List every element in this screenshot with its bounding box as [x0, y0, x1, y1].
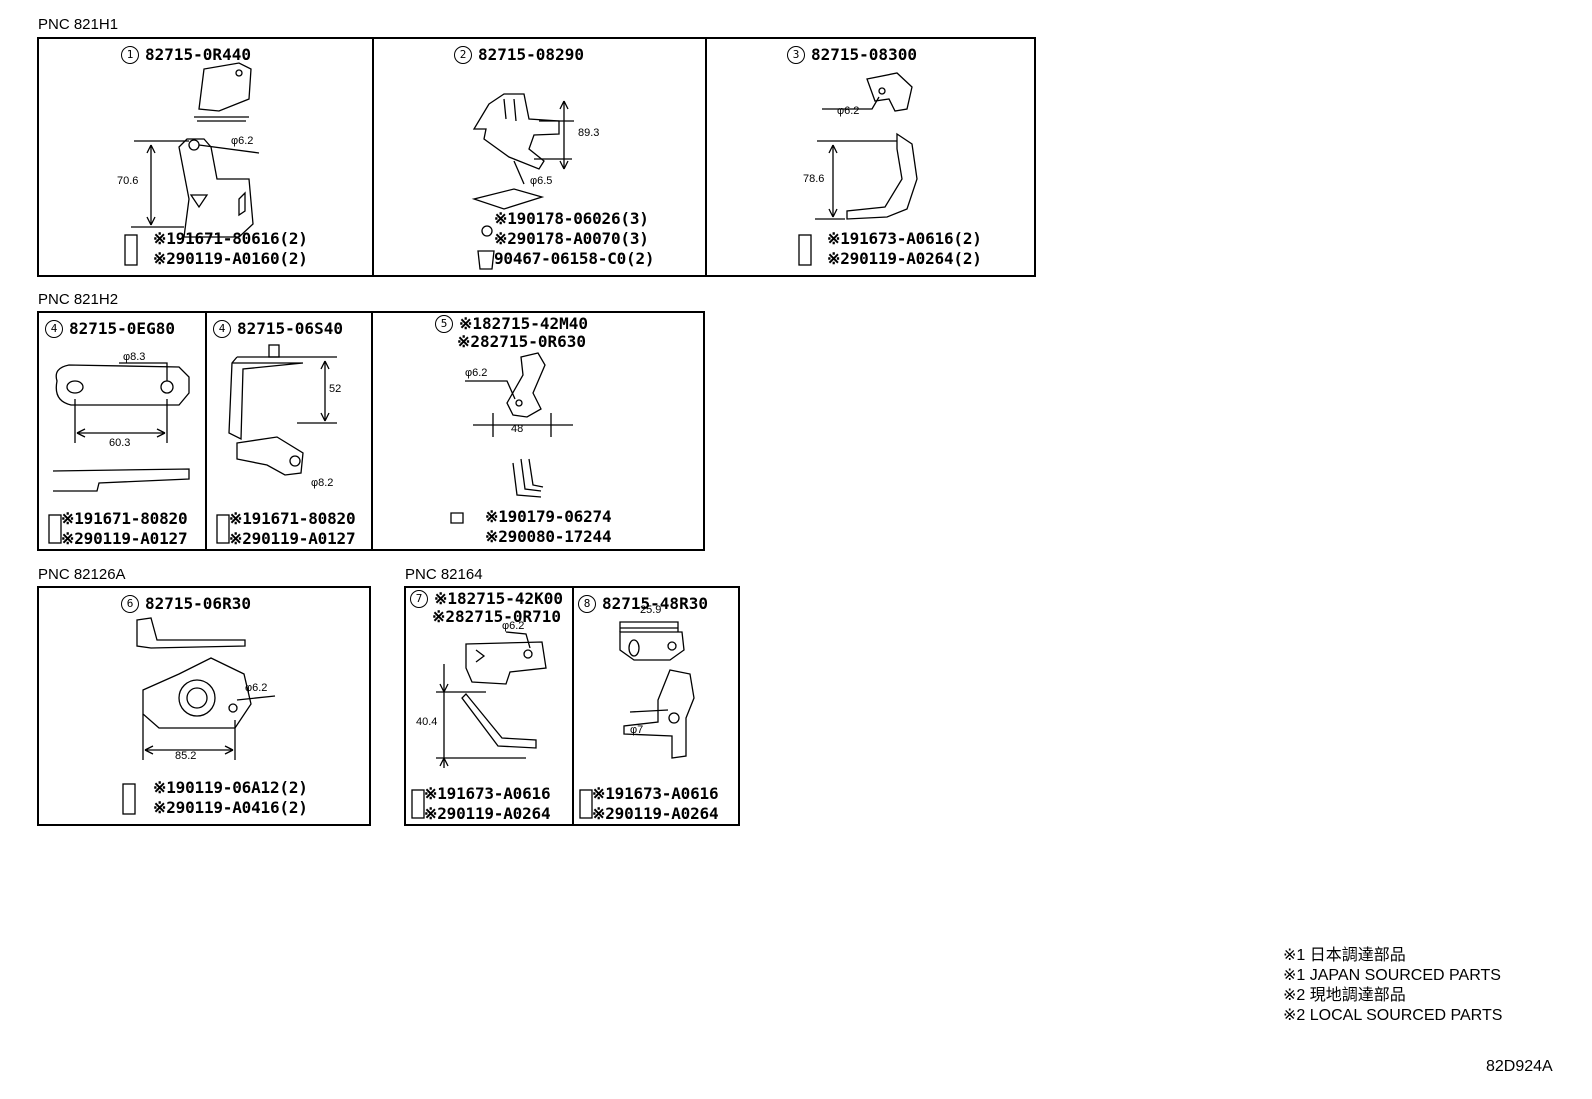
part-number[interactable]: ※290119-A0127 [229, 529, 356, 548]
part-number[interactable]: ※191671-80616(2) [153, 229, 308, 248]
part-number[interactable]: ※190178-06026(3) [494, 209, 649, 228]
item-header: 7※182715-42K00※282715-0R710 [410, 590, 563, 626]
height-dimension-label: 78.6 [803, 173, 825, 185]
hole-diameter-label: φ6.2 [837, 105, 860, 117]
width-dimension-label: 25.9 [640, 604, 662, 616]
drawing-code: 82D924A [1486, 1058, 1553, 1075]
legend-line: ※2 LOCAL SOURCED PARTS [1283, 1007, 1503, 1024]
part-number[interactable]: ※190179-06274 [485, 507, 612, 526]
pnc-82164-panel: 7※182715-42K00※282715-0R710 φ6.2 40.4 ※1… [404, 586, 740, 826]
hole-diameter-label: φ8.3 [123, 351, 146, 363]
part-number[interactable]: ※290119-A0264 [424, 804, 551, 823]
width-dimension-label: 60.3 [109, 437, 131, 449]
item-5-cell[interactable]: 5※182715-42M40※282715-0R630 φ6.2 48 ※190… [371, 313, 705, 549]
height-dimension-label: 52 [329, 383, 342, 395]
hole-diameter-label: φ6.2 [502, 620, 525, 632]
hole-diameter-label: φ7 [630, 724, 644, 736]
item-7-cell[interactable]: 7※182715-42K00※282715-0R710 φ6.2 40.4 ※1… [406, 588, 572, 824]
width-dimension-label: 85.2 [175, 750, 197, 762]
bracket-drawing [579, 621, 695, 819]
hole-diameter-label: φ6.2 [231, 135, 254, 147]
legend-line: ※1 JAPAN SOURCED PARTS [1283, 967, 1501, 984]
item-number: 6 [121, 595, 139, 613]
part-number[interactable]: ※290119-A0264 [592, 804, 719, 823]
bracket-drawing [48, 362, 190, 544]
height-dimension-label: 89.3 [578, 127, 600, 139]
item-header: 5※182715-42M40※282715-0R630 [435, 315, 588, 351]
item-number: 8 [578, 595, 596, 613]
bracket-drawing [471, 93, 574, 270]
legend-line: ※1 日本調達部品 [1283, 947, 1406, 964]
bracket-drawing [450, 352, 573, 524]
height-dimension-label: 70.6 [117, 175, 139, 187]
part-number[interactable]: ※190119-06A12(2) [153, 778, 308, 797]
bracket-drawing [124, 62, 260, 266]
part-number[interactable]: ※290178-A0070(3) [494, 229, 649, 248]
part-number[interactable]: ※191671-80820 [229, 509, 356, 528]
hole-diameter-label: φ6.2 [465, 367, 488, 379]
bracket-drawing [216, 344, 337, 544]
part-number[interactable]: ※191673-A0616 [424, 784, 551, 803]
hole-diameter-label: φ6.2 [245, 682, 268, 694]
height-dimension-label: 40.4 [416, 716, 438, 728]
pnc-label: PNC 82126A [38, 566, 126, 583]
part-number[interactable]: ※290119-A0127 [61, 529, 188, 548]
item-number: 1 [121, 46, 139, 64]
bracket-drawing [122, 617, 276, 815]
bracket-drawing [411, 631, 547, 819]
part-number[interactable]: ※290080-17244 [485, 527, 612, 546]
bracket-drawing [798, 72, 918, 266]
width-dimension-label: 48 [511, 423, 524, 435]
part-number[interactable]: ※191671-80820 [61, 509, 188, 528]
part-number[interactable]: ※191673-A0616(2) [827, 229, 982, 248]
pnc-label: PNC 821H1 [38, 16, 119, 33]
part-number[interactable]: 90467-06158-C0(2) [494, 249, 655, 268]
part-number[interactable]: ※290119-A0264(2) [827, 249, 982, 268]
pnc-label: PNC 82164 [405, 566, 483, 583]
item-number: 4 [45, 320, 63, 338]
part-number[interactable]: ※290119-A0416(2) [153, 798, 308, 817]
sourcing-legend: ※1 日本調達部品 ※1 JAPAN SOURCED PARTS ※2 現地調達… [1283, 946, 1502, 1026]
item-number: 2 [454, 46, 472, 64]
part-number[interactable]: ※191673-A0616 [592, 784, 719, 803]
item-number: 3 [787, 46, 805, 64]
hole-diameter-label: φ8.2 [311, 477, 334, 489]
legend-line: ※2 現地調達部品 [1283, 987, 1406, 1004]
hole-diameter-label: φ6.5 [530, 175, 553, 187]
part-number[interactable]: ※290119-A0160(2) [153, 249, 308, 268]
item-number: 4 [213, 320, 231, 338]
pnc-label: PNC 821H2 [38, 291, 119, 308]
